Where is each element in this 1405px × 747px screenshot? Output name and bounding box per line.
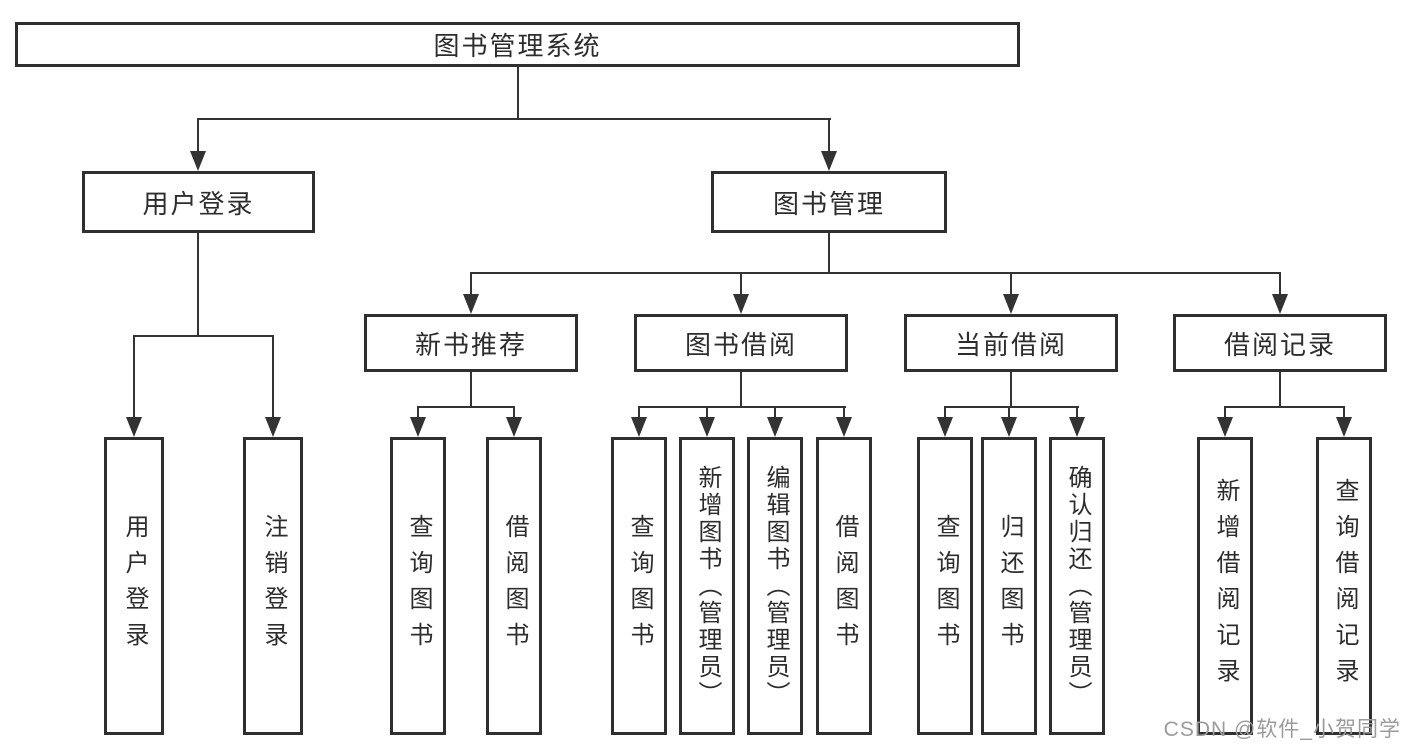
arrow-down-icon [410, 417, 426, 437]
node-user-login-label: 用户登录 [142, 188, 255, 219]
connector-line [197, 118, 831, 120]
leaf-records-add-record: 新增借阅记录 [1197, 437, 1253, 735]
arrow-down-icon [190, 151, 206, 171]
connector-line [133, 335, 274, 337]
leaf-records-query-record-label: 查询借阅记录 [1331, 478, 1358, 694]
node-current-borrow: 当前借阅 [904, 314, 1118, 372]
connector-line [828, 232, 830, 273]
connector-line [740, 371, 742, 407]
connector-line [1010, 273, 1012, 295]
connector-line [706, 407, 708, 418]
leaf-borrow-add-books-admin: 新增图书（管理员） [679, 437, 735, 735]
leaf-recommend-query-books-label: 查询图书 [405, 514, 432, 658]
leaf-borrow-borrow-books-label: 借阅图书 [831, 514, 858, 658]
arrow-down-icon [821, 151, 837, 171]
node-current-borrow-label: 当前借阅 [954, 329, 1067, 360]
csdn-watermark: CSDN @软件_小贺同学 [1163, 718, 1401, 741]
leaf-current-return-books-label: 归还图书 [996, 514, 1023, 658]
arrow-down-icon [836, 417, 852, 437]
leaf-borrow-borrow-books: 借阅图书 [816, 437, 872, 735]
connector-line [1279, 371, 1281, 407]
arrow-down-icon [937, 417, 953, 437]
leaf-borrow-edit-books-admin-label: 编辑图书（管理员） [762, 464, 789, 708]
arrow-down-icon [265, 417, 281, 437]
node-root-label: 图书管理系统 [433, 31, 602, 61]
node-user-login: 用户登录 [82, 171, 315, 233]
connector-line [1224, 407, 1226, 418]
arrow-down-icon [1003, 294, 1019, 314]
node-book-borrow-label: 图书借阅 [684, 329, 797, 360]
leaf-borrow-query-books-label: 查询图书 [626, 514, 653, 658]
leaf-user-login: 用户登录 [104, 437, 164, 735]
node-book-borrow: 图书借阅 [634, 314, 848, 372]
connector-line [1010, 371, 1012, 407]
leaf-records-add-record-label: 新增借阅记录 [1212, 478, 1239, 694]
connector-line [1224, 406, 1345, 408]
leaf-borrow-query-books: 查询图书 [611, 437, 667, 735]
arrow-down-icon [631, 417, 647, 437]
connector-line [470, 272, 1281, 274]
connector-line [197, 119, 199, 152]
arrow-down-icon [1069, 417, 1085, 437]
connector-line [272, 336, 274, 418]
connector-line [1343, 407, 1345, 418]
node-book-management-label: 图书管理 [772, 188, 885, 219]
arrow-down-icon [506, 417, 522, 437]
arrow-down-icon [699, 417, 715, 437]
leaf-current-confirm-return-admin-label: 确认归还（管理员） [1064, 464, 1091, 708]
leaf-recommend-borrow-books-label: 借阅图书 [501, 514, 528, 658]
connector-line [470, 371, 472, 407]
node-borrow-records: 借阅记录 [1173, 314, 1387, 372]
arrow-down-icon [1336, 417, 1352, 437]
connector-line [638, 407, 640, 418]
connector-line [513, 407, 515, 418]
connector-line [843, 407, 845, 418]
arrow-down-icon [463, 294, 479, 314]
connector-line [944, 407, 946, 418]
arrow-down-icon [1272, 294, 1288, 314]
leaf-recommend-query-books: 查询图书 [390, 437, 446, 735]
leaf-logout-label: 注销登录 [260, 514, 287, 658]
leaf-borrow-add-books-admin-label: 新增图书（管理员） [694, 464, 721, 708]
arrow-down-icon [733, 294, 749, 314]
arrow-down-icon [767, 417, 783, 437]
arrow-down-icon [126, 417, 142, 437]
node-root: 图书管理系统 [15, 22, 1020, 67]
connector-line [638, 406, 846, 408]
connector-line [1076, 407, 1078, 418]
connector-line [828, 119, 830, 152]
connector-line [417, 406, 515, 408]
connector-line [470, 273, 472, 295]
leaf-current-query-books-label: 查询图书 [932, 514, 959, 658]
leaf-recommend-borrow-books: 借阅图书 [486, 437, 542, 735]
leaf-records-query-record: 查询借阅记录 [1316, 437, 1372, 735]
node-book-management: 图书管理 [711, 171, 947, 233]
connector-line [944, 406, 1079, 408]
node-new-book-recommend: 新书推荐 [364, 314, 578, 372]
connector-line [774, 407, 776, 418]
connector-line [1279, 273, 1281, 295]
connector-line [517, 66, 519, 119]
connector-line [133, 336, 135, 418]
connector-line [197, 232, 199, 336]
node-new-book-recommend-label: 新书推荐 [414, 329, 527, 360]
arrow-down-icon [1217, 417, 1233, 437]
leaf-user-login-label: 用户登录 [121, 514, 148, 658]
leaf-logout: 注销登录 [243, 437, 303, 735]
leaf-borrow-edit-books-admin: 编辑图书（管理员） [747, 437, 803, 735]
leaf-current-query-books: 查询图书 [917, 437, 973, 735]
arrow-down-icon [1001, 417, 1017, 437]
connector-line [417, 407, 419, 418]
connector-line [1008, 407, 1010, 418]
node-borrow-records-label: 借阅记录 [1223, 329, 1336, 360]
connector-line [740, 273, 742, 295]
leaf-current-return-books: 归还图书 [981, 437, 1037, 735]
leaf-current-confirm-return-admin: 确认归还（管理员） [1049, 437, 1105, 735]
